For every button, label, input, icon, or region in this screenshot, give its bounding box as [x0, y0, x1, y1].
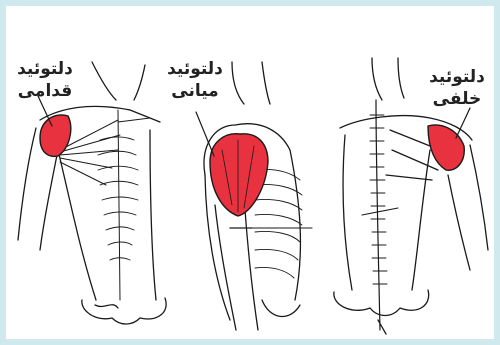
label-posterior-deltoid: دلتوئید خلفی — [420, 66, 494, 110]
label-middle-line1: دلتوئید — [160, 58, 230, 80]
label-anterior-deltoid: دلتوئید قدامی — [10, 58, 80, 102]
label-middle-deltoid: دلتوئید میانی — [160, 58, 230, 102]
label-anterior-line2: قدامی — [10, 80, 80, 102]
label-posterior-line1: دلتوئید — [420, 66, 494, 88]
posterior-leader-line — [456, 108, 470, 138]
middle-leader-line — [196, 112, 214, 156]
label-anterior-line1: دلتوئید — [10, 58, 80, 80]
label-posterior-line2: خلفی — [420, 88, 494, 110]
middle-deltoid-muscle — [210, 134, 268, 216]
label-middle-line2: میانی — [160, 80, 230, 102]
middle-view-figure — [196, 62, 312, 330]
